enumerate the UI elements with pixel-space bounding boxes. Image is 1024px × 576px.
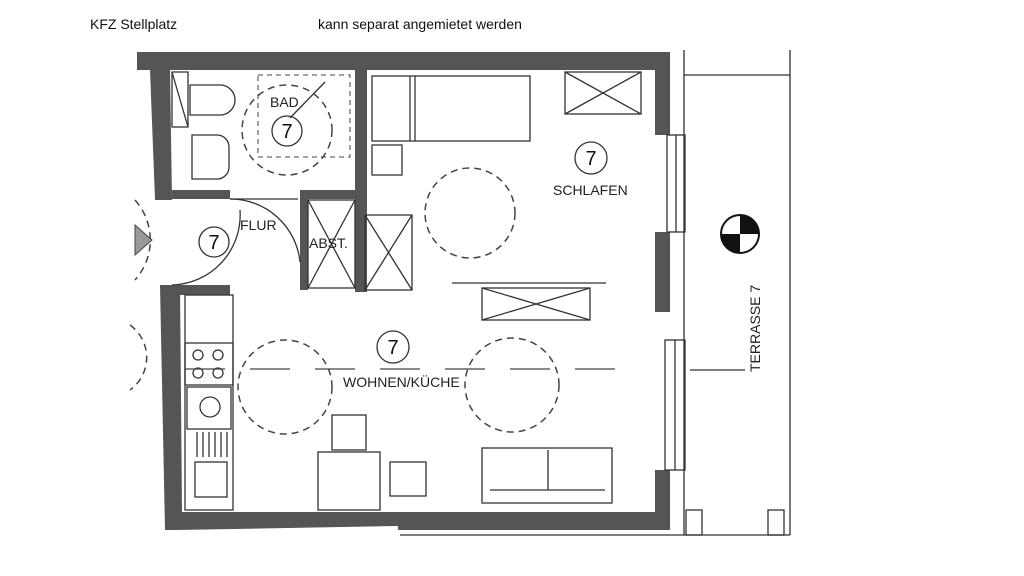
room-number-circle — [271, 115, 303, 147]
north-compass-icon — [720, 214, 760, 254]
bedroom-furniture — [307, 71, 642, 321]
room-number-circle — [376, 330, 410, 364]
bathroom-fixtures — [171, 71, 351, 180]
parking-note: kann separat angemietet werden — [318, 16, 522, 32]
room-label-abst: ABST. — [309, 235, 348, 251]
room-number-wohnen: 7 — [387, 337, 398, 359]
room-number-bad: 7 — [281, 121, 292, 143]
room-label-schlafen: SCHLAFEN — [553, 182, 628, 198]
parking-label: KFZ Stellplatz — [90, 16, 178, 32]
living-furniture — [185, 337, 640, 511]
windows — [664, 134, 686, 471]
doors — [129, 198, 301, 391]
room-number-circle — [574, 141, 608, 175]
room-number-circle — [198, 226, 230, 258]
entrance-arrow-icon — [134, 223, 153, 257]
walls — [137, 52, 670, 530]
room-label-bad: BAD — [270, 94, 299, 110]
room-label-wohnen-kueche: WOHNEN/KÜCHE — [343, 373, 460, 390]
room-label-flur: FLUR — [240, 217, 277, 233]
room-label-terrasse: TERRASSE 7 — [747, 285, 763, 372]
room-number-schlafen: 7 — [585, 148, 596, 170]
kitchen — [184, 294, 234, 511]
terrace — [400, 50, 791, 536]
room-number-flur: 7 — [208, 232, 219, 254]
